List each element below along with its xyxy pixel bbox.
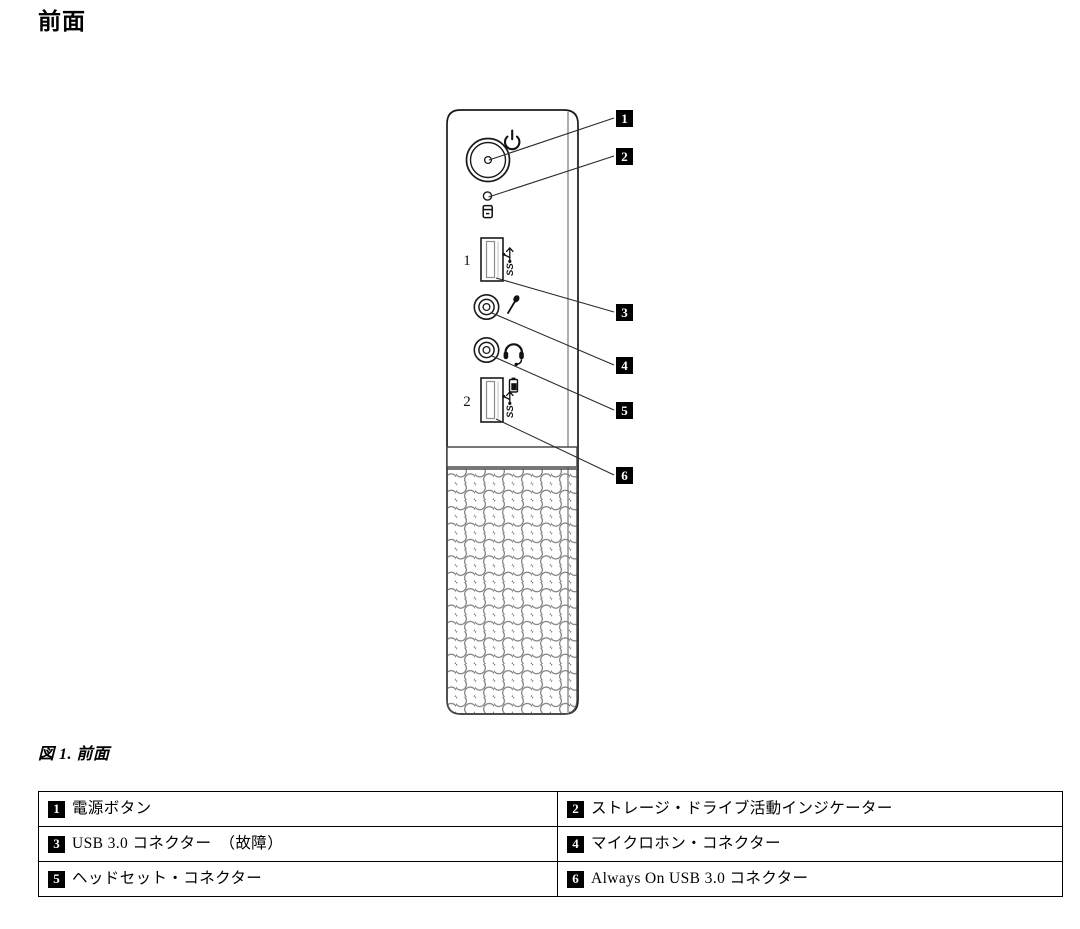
storage-drive-icon <box>482 204 493 219</box>
usb-port-1-label: 1 <box>463 253 471 269</box>
page-title: 前面 <box>38 8 86 34</box>
callout-badge-5-number: 5 <box>621 403 628 418</box>
legend-label-6: Always On USB 3.0 コネクター <box>591 870 809 887</box>
callout-badge-3: 3 <box>616 304 633 321</box>
figure-caption: 図 1. 前面 <box>38 746 110 763</box>
microphone-jack[interactable] <box>473 294 500 321</box>
legend-cell-1: 1 電源ボタン <box>38 791 558 827</box>
callout-badge-4: 4 <box>616 357 633 374</box>
callout-badge-1: 1 <box>616 110 633 127</box>
usb-superspeed-icon-2: SS <box>502 391 516 418</box>
headset-icon <box>503 343 524 367</box>
svg-text:SS: SS <box>505 405 516 418</box>
callout-badge-2: 2 <box>616 148 633 165</box>
callout-leader-lines <box>488 117 615 476</box>
legend-badge-2: 2 <box>567 800 584 818</box>
headset-jack[interactable] <box>473 337 500 364</box>
legend-cell-5: 5 ヘッドセット・コネクター <box>38 861 558 897</box>
legend-cell-6: 6 Always On USB 3.0 コネクター <box>557 861 1063 897</box>
legend-badge-3: 3 <box>48 835 65 853</box>
callout-badge-4-number: 4 <box>621 358 628 373</box>
ventilation-grille <box>446 446 578 715</box>
front-panel-figure: 1 SS <box>0 90 1080 730</box>
microphone-icon <box>507 295 520 314</box>
table-row: 5 ヘッドセット・コネクター 6 Always On USB 3.0 コネクター <box>38 861 1063 897</box>
callout-badge-2-number: 2 <box>621 149 628 164</box>
usb-superspeed-icon-1: SS <box>502 247 516 276</box>
legend-badge-6: 6 <box>567 870 584 888</box>
legend-label-2: ストレージ・ドライブ活動インジケーター <box>591 800 893 817</box>
legend-cell-4: 4 マイクロホン・コネクター <box>557 826 1063 862</box>
callout-badge-6-number: 6 <box>621 468 628 483</box>
usb-port-2[interactable] <box>480 377 504 423</box>
power-icon <box>503 129 521 151</box>
usb-port-2-label: 2 <box>463 394 471 410</box>
usb-port-1[interactable] <box>480 237 504 282</box>
legend-cell-2: 2 ストレージ・ドライブ活動インジケーター <box>557 791 1063 827</box>
legend-label-3: USB 3.0 コネクター （故障） <box>72 835 284 852</box>
legend-table: 1 電源ボタン 2 ストレージ・ドライブ活動インジケーター 3 USB 3.0 … <box>38 791 1063 897</box>
power-button[interactable] <box>465 137 511 183</box>
legend-badge-1: 1 <box>48 800 65 818</box>
legend-label-4: マイクロホン・コネクター <box>591 835 781 852</box>
legend-badge-5: 5 <box>48 870 65 888</box>
callout-badge-5: 5 <box>616 402 633 419</box>
always-on-battery-icon <box>508 377 519 393</box>
callout-badge-6: 6 <box>616 467 633 484</box>
front-panel-illustration: 1 SS <box>446 109 633 715</box>
legend-label-5: ヘッドセット・コネクター <box>72 870 263 887</box>
table-row: 3 USB 3.0 コネクター （故障） 4 マイクロホン・コネクター <box>38 826 1063 862</box>
callout-badge-1-number: 1 <box>621 111 628 126</box>
legend-label-1: 電源ボタン <box>72 800 152 817</box>
legend-cell-3: 3 USB 3.0 コネクター （故障） <box>38 826 558 862</box>
callout-badge-3-number: 3 <box>621 305 628 320</box>
legend-badge-4: 4 <box>567 835 584 853</box>
table-row: 1 電源ボタン 2 ストレージ・ドライブ活動インジケーター <box>38 791 1063 827</box>
svg-text:SS: SS <box>505 263 516 276</box>
